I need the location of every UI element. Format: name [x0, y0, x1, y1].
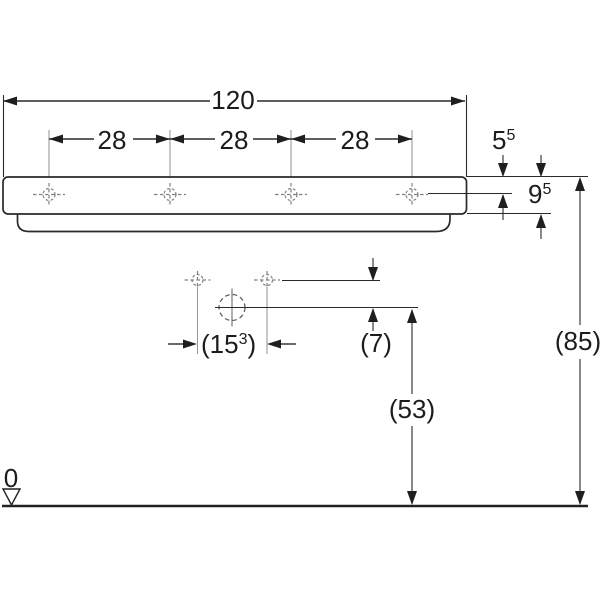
- arrowhead: [575, 491, 585, 505]
- dim-rim-height-label: (85): [555, 326, 600, 356]
- dim-apron-height: 95: [467, 155, 588, 239]
- arrowhead: [291, 134, 305, 144]
- arrowhead: [277, 134, 291, 144]
- dim-outlet-height: (53): [215, 306, 435, 505]
- arrowhead: [575, 177, 585, 191]
- datum-zero: 0: [1, 463, 22, 507]
- dim-fixing-row-to-outlet: (7): [282, 258, 392, 358]
- arrowhead: [368, 267, 378, 281]
- arrowhead: [407, 491, 417, 505]
- fixing-hole-cross-icon: [183, 270, 212, 290]
- arrowhead: [170, 134, 184, 144]
- washbasin-front-view: [2, 176, 468, 233]
- datum-triangle-icon: [1, 488, 22, 507]
- arrowhead: [451, 96, 465, 106]
- arrowhead: [498, 163, 508, 177]
- dim-fixing-hole-spacing: (153): [168, 287, 296, 359]
- dim-rim-height: (85): [555, 177, 600, 505]
- dim-top-to-tap-holes: 55: [428, 125, 515, 220]
- arrowhead: [267, 339, 281, 349]
- arrowhead: [398, 134, 412, 144]
- dim-row-to-outlet-label: (7): [360, 328, 392, 358]
- arrowhead: [183, 339, 197, 349]
- dim-tap-spacing-label-2: 28: [220, 125, 249, 155]
- dim-fixing-spacing-label: (153): [201, 329, 256, 359]
- basin-rim-outline: [2, 176, 468, 215]
- arrowhead: [3, 96, 17, 106]
- fixing-holes: [183, 270, 281, 290]
- dim-overall-width-label: 120: [211, 85, 254, 115]
- arrowhead: [498, 194, 508, 208]
- arrowhead: [368, 308, 378, 322]
- dim-outlet-height-label: (53): [389, 394, 435, 424]
- fixing-hole-cross-icon: [253, 270, 281, 290]
- dim-overall-width: 120: [2, 85, 468, 177]
- arrowhead: [536, 214, 546, 228]
- dim-tap-spacing-label-3: 28: [341, 125, 370, 155]
- dim-tap-hole-spacing: 28 28 28: [48, 125, 413, 187]
- arrowhead: [156, 134, 170, 144]
- basin-bowl-profile: [16, 214, 451, 233]
- dim-apron-height-label: 95: [528, 179, 551, 209]
- arrowhead: [536, 163, 546, 177]
- dim-top-to-tap-label: 55: [492, 125, 515, 155]
- arrowhead: [407, 309, 417, 323]
- arrowhead: [49, 134, 63, 144]
- dim-tap-spacing-label-1: 28: [98, 125, 127, 155]
- datum-zero-label: 0: [4, 463, 18, 493]
